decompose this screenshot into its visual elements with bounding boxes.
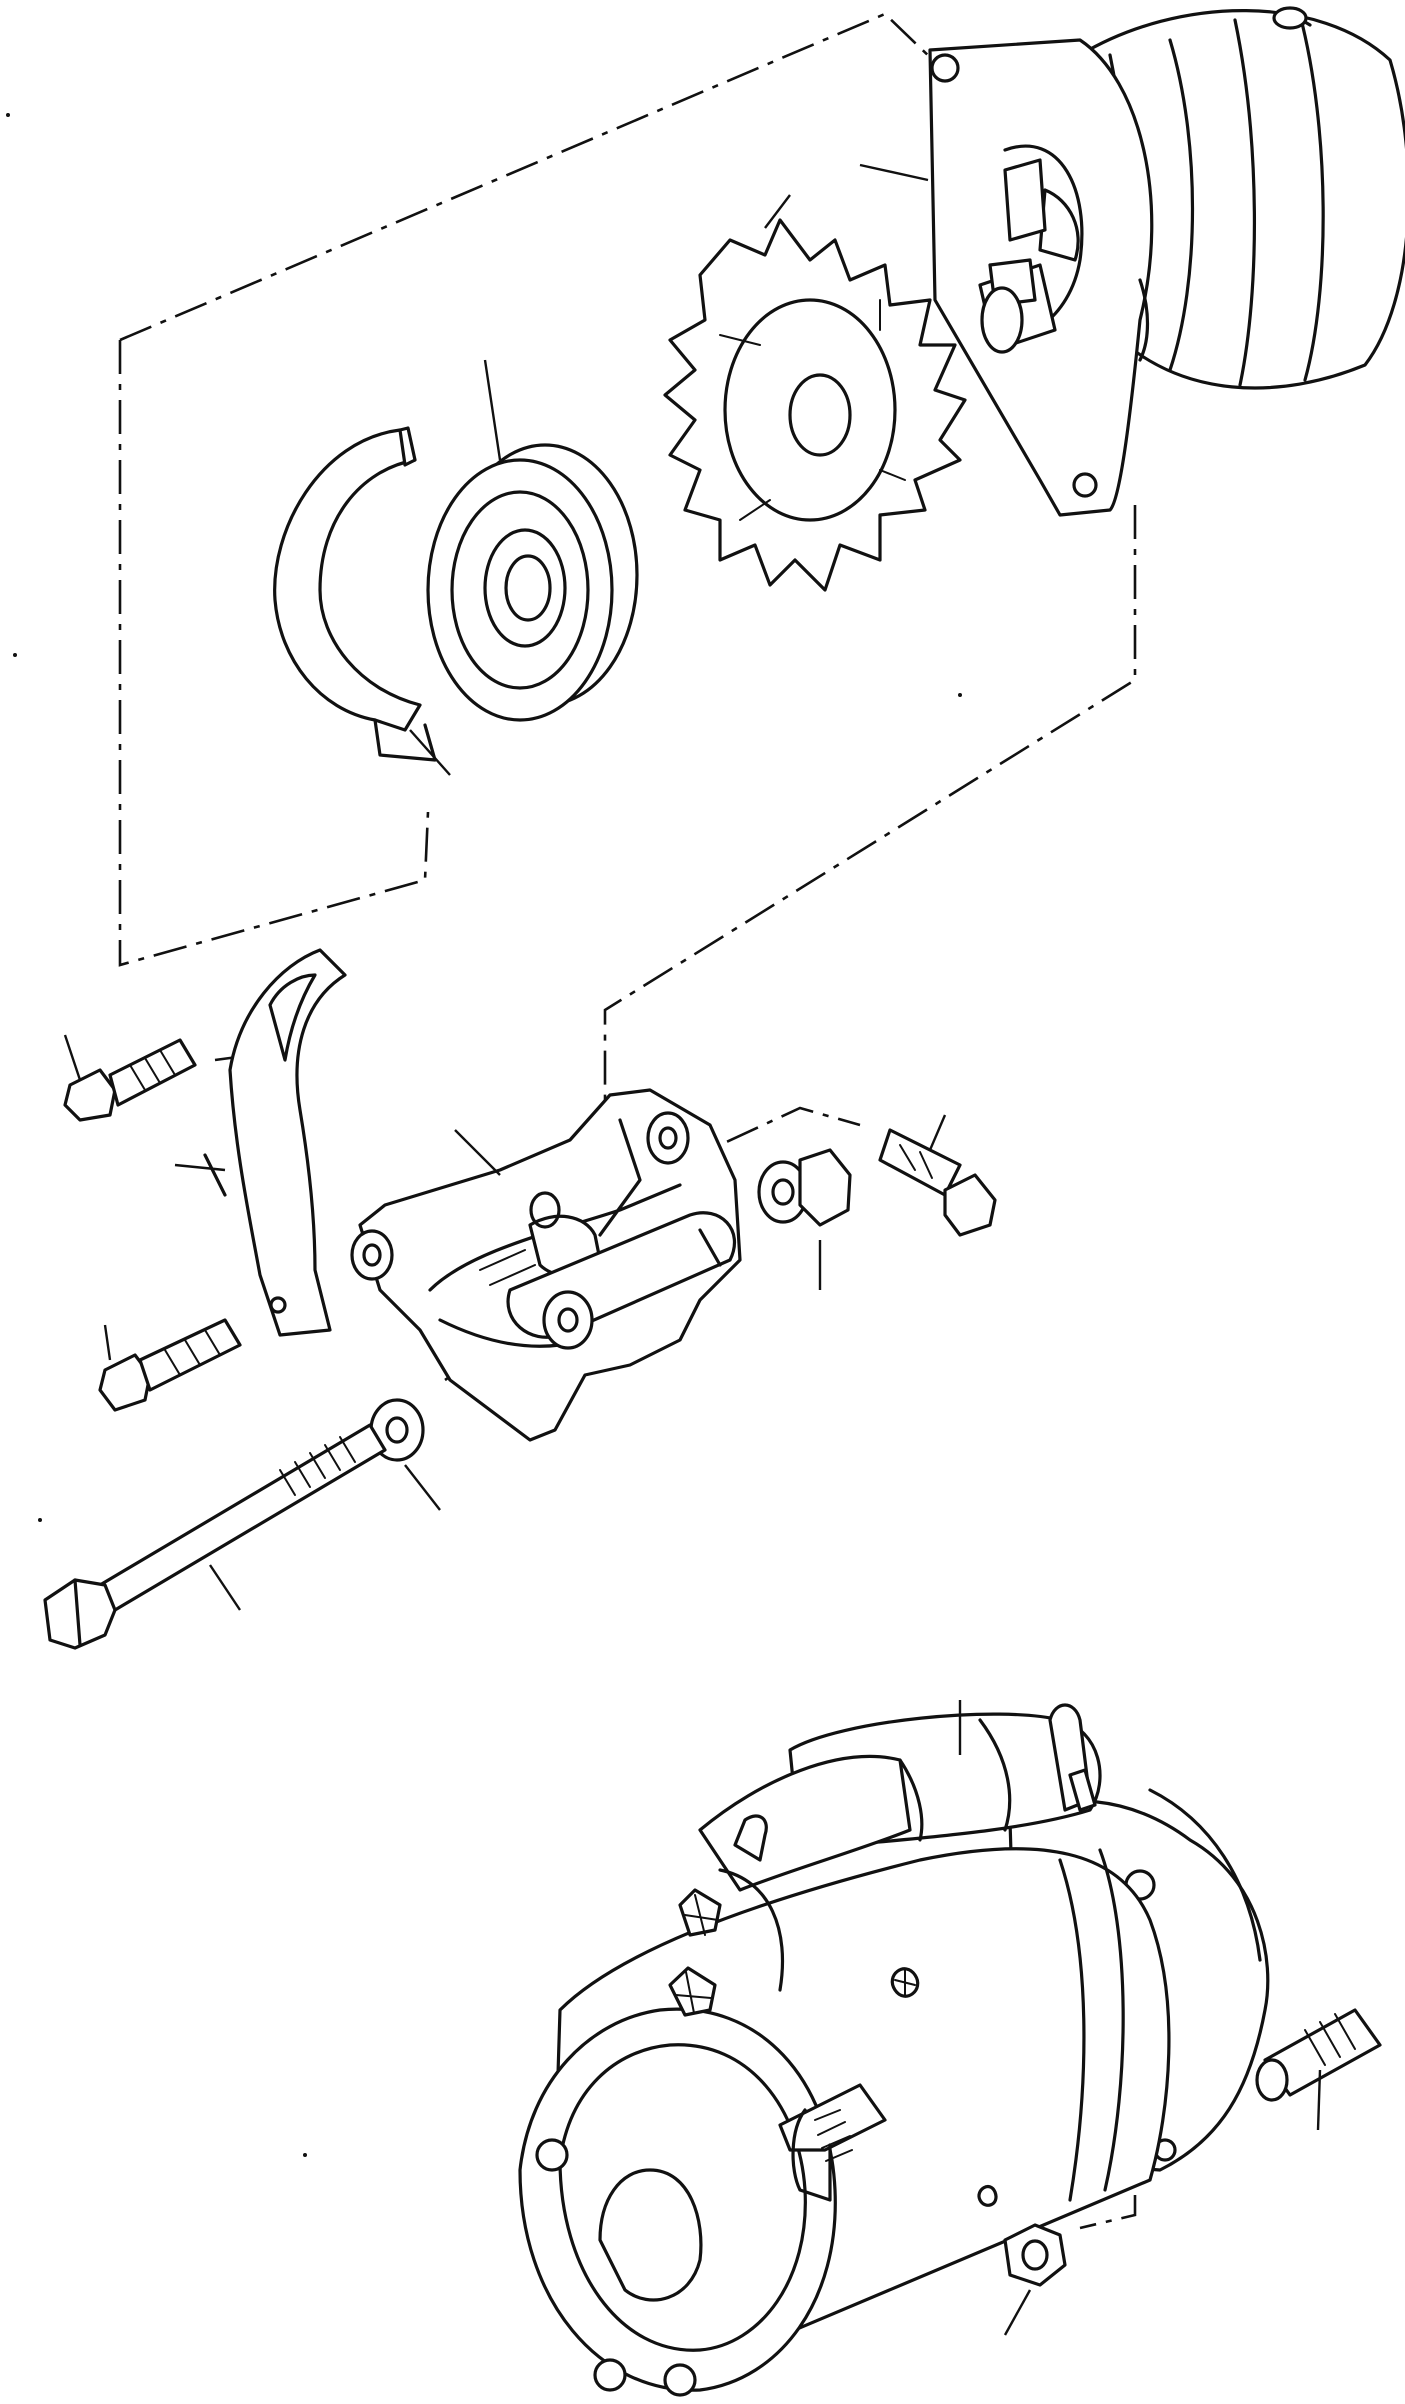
pulley <box>426 359 639 722</box>
adjusting-strap <box>174 948 347 1337</box>
nut <box>1003 2223 1067 2336</box>
mounting-bracket <box>350 1088 742 1442</box>
starter-motor <box>518 1700 1270 2397</box>
cooling-fan <box>663 194 967 592</box>
v-belt <box>273 426 451 776</box>
stud <box>1255 2008 1382 2131</box>
alternator <box>859 6 1405 517</box>
pivot-bolt <box>43 1398 441 1650</box>
scan-specks <box>6 113 962 2157</box>
adjusting-bolt <box>63 1034 197 1122</box>
washer-and-nut <box>757 1148 852 1290</box>
bracket-bolt-right <box>878 1114 997 1237</box>
bracket-bolt-left <box>98 1318 242 1412</box>
